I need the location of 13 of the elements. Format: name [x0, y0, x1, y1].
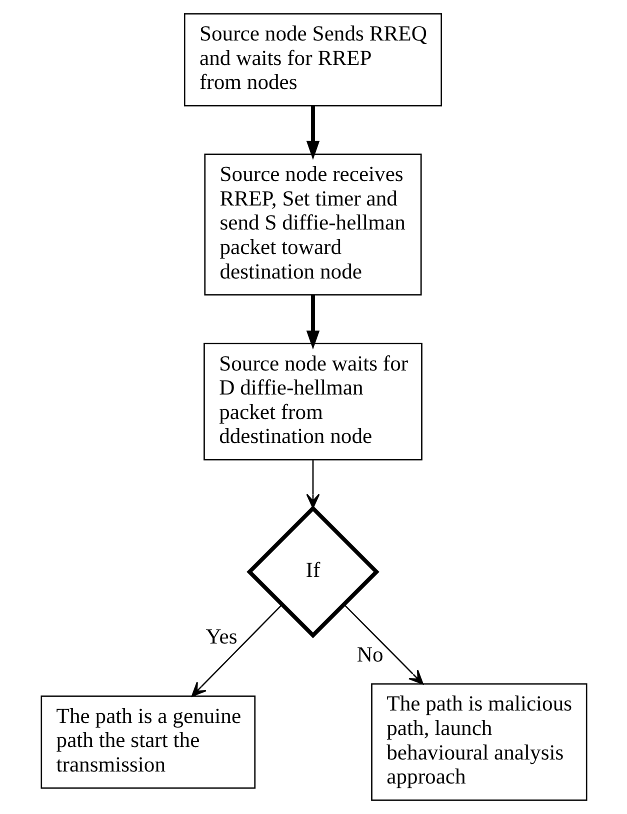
edge-label: No — [356, 642, 383, 667]
node-box: Source node receives RREP, Set timer and send S diffie-hellman packet toward destination node — [204, 154, 422, 296]
node-box: Source node Sends RREQ and waits for RREP from nodes — [183, 13, 442, 106]
node-box: Source node waits for D diffie-hellman packet from ddestination node — [203, 342, 422, 460]
arrow — [306, 295, 320, 350]
arrow — [190, 604, 282, 697]
node-box: The path is a genuine path the start the transmission — [40, 695, 256, 789]
arrow — [306, 106, 320, 160]
arrow — [343, 604, 423, 685]
node-box: The path is malicious path, launch behavioural analysis approach — [370, 683, 587, 801]
edge-label: Yes — [205, 624, 237, 648]
arrow — [306, 460, 320, 508]
node-diamond: If — [246, 505, 379, 638]
